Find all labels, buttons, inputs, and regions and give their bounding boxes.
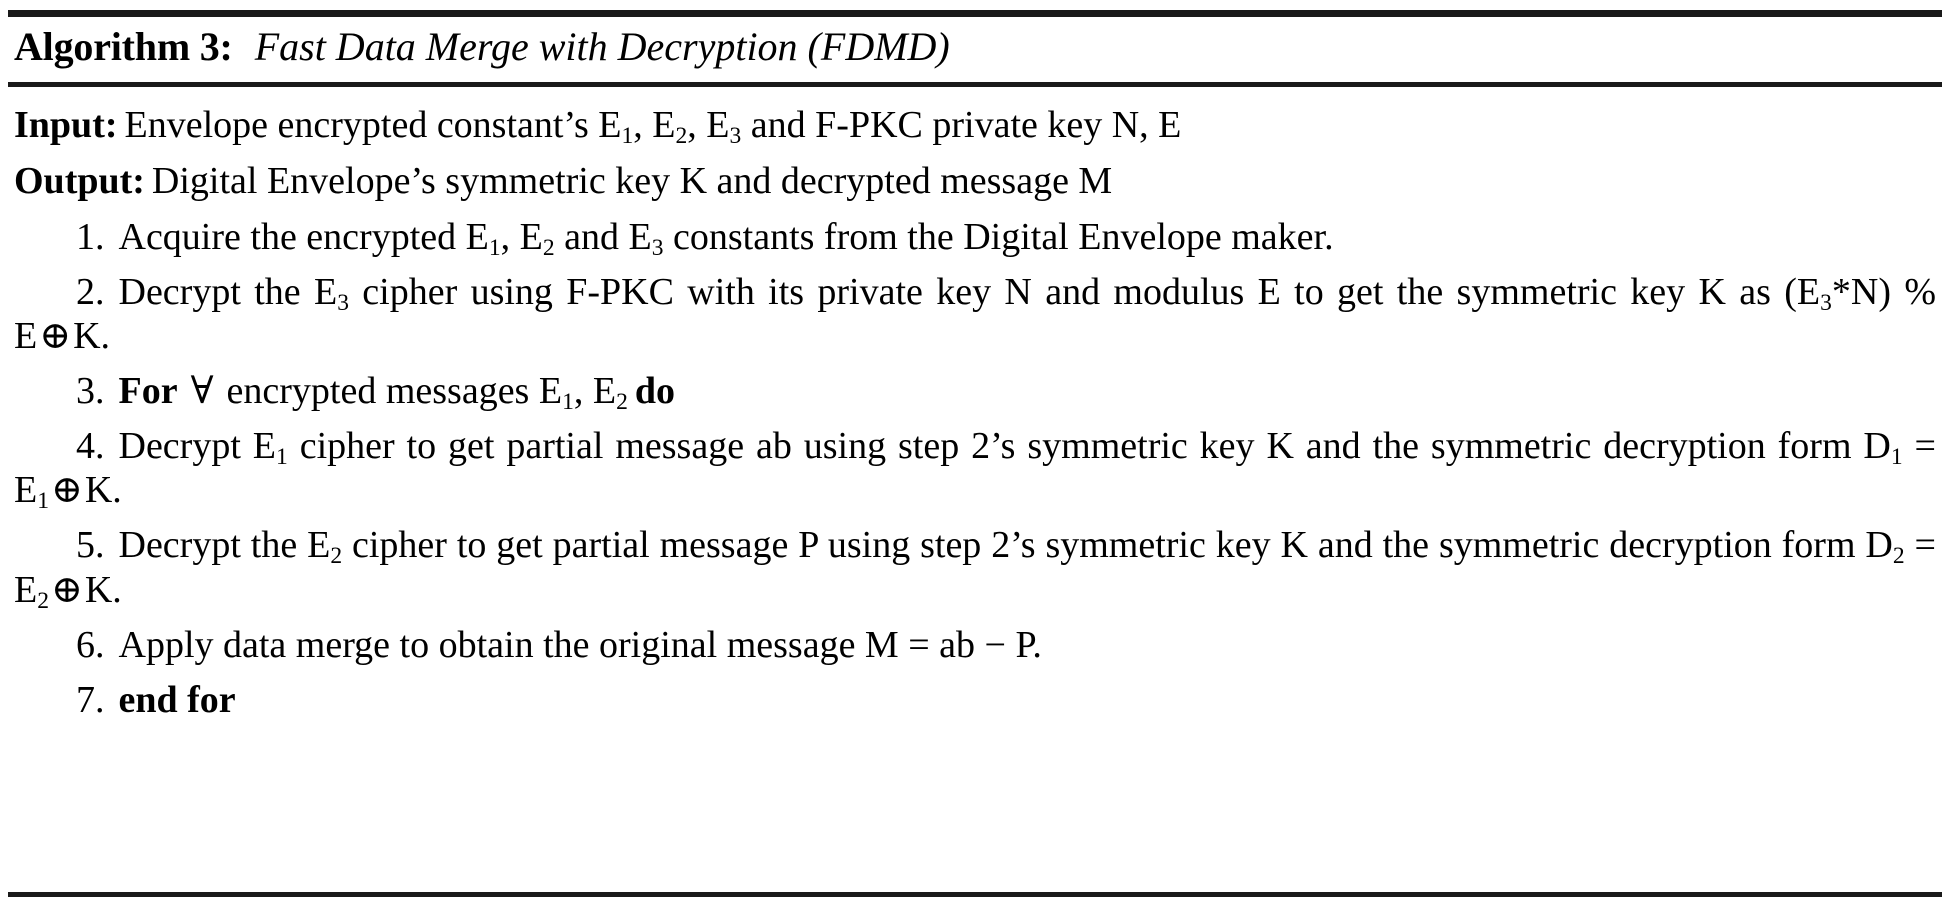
input-sub-3: 3 [729, 122, 742, 149]
step-2-xor-symbol: ⊕ [39, 315, 72, 358]
input-sub-2: 2 [675, 122, 688, 149]
step-6: 6. Apply data merge to obtain the origina… [14, 623, 1936, 667]
step-4-text-d: K. [84, 469, 122, 512]
step-1-sub-1: 1 [488, 235, 501, 262]
input-line: Input:Envelope encrypted constant’s E1, … [14, 103, 1936, 149]
input-text-c: , E [687, 103, 730, 146]
step-2-text-d: K. [73, 315, 111, 358]
step-1-sub-3: 3 [651, 235, 664, 262]
step-5: 5.Decrypt the E2 cipher to get partial m… [14, 523, 1936, 614]
step-7-keyword-end-for: end for [118, 678, 236, 721]
step-3-keyword-do: do [634, 370, 675, 413]
output-label: Output: [14, 159, 145, 202]
step-7-number: 7. [76, 678, 105, 721]
step-1-number: 1. [76, 215, 105, 258]
step-5-text-a: Decrypt the E [118, 524, 331, 567]
step-2-text-a: Decrypt the E [118, 271, 338, 314]
forall-symbol: ∀ [190, 370, 214, 413]
step-4-text-a: Decrypt E [118, 425, 277, 468]
output-line: Output:Digital Envelope’s symmetric key … [14, 159, 1936, 203]
step-1: 1. Acquire the encrypted E1, E2 and E3 co… [14, 215, 1936, 262]
input-label: Input: [14, 103, 118, 146]
step-4-sub-1: 1 [276, 444, 288, 471]
step-3-sub-1: 1 [562, 389, 574, 416]
step-4-sub-3: 1 [37, 488, 49, 515]
step-5-text-b: cipher to get partial message P using st… [342, 524, 1893, 567]
step-5-sub-1: 2 [330, 543, 343, 570]
step-1-text-b: , E [500, 215, 543, 258]
step-2-text-c: *N) % E [14, 271, 1936, 358]
step-6-text: Apply data merge to obtain the original … [118, 623, 1042, 666]
step-3-sub-2: 2 [616, 389, 628, 416]
step-7: 7. end for [14, 678, 1936, 722]
bottom-rule [8, 892, 1942, 897]
input-text-a: Envelope encrypted constant’s E [124, 103, 622, 146]
step-2-number: 2. [76, 271, 105, 314]
step-5-xor-symbol: ⊕ [51, 568, 83, 611]
top-rule [8, 10, 1942, 17]
step-3-text-b: , E [573, 370, 617, 413]
step-4-text-b: cipher to get partial message ab using s… [287, 425, 1891, 468]
step-5-number: 5. [76, 524, 105, 567]
step-5-sub-3: 2 [37, 587, 49, 614]
header-separator-rule [8, 81, 1942, 87]
input-text-d: and F-PKC private key N, E [741, 103, 1182, 146]
algorithm-body: Input:Envelope encrypted constant’s E1, … [8, 87, 1942, 722]
step-5-text-d: K. [84, 568, 122, 611]
algorithm-block: Algorithm 3: Fast Data Merge with Decryp… [0, 10, 1950, 909]
input-sub-1: 1 [621, 122, 634, 149]
algorithm-header: Algorithm 3: Fast Data Merge with Decryp… [8, 17, 1942, 76]
input-text-b: , E [633, 103, 676, 146]
step-5-text-c: = E [14, 524, 1936, 611]
step-3-keyword-for: For [118, 370, 178, 413]
output-text: Digital Envelope’s symmetric key K and d… [151, 159, 1113, 202]
step-2: 2.Decrypt the E3 cipher using F-PKC with… [14, 270, 1936, 358]
step-1-text-d: constants from the Digital Envelope make… [663, 215, 1334, 258]
step-3-text-a: encrypted messages E [226, 370, 563, 413]
step-4-sub-2: 1 [1890, 444, 1903, 471]
step-4-text-c: = E [14, 425, 1936, 512]
step-3-number: 3. [76, 370, 105, 413]
step-4-number: 4. [76, 425, 105, 468]
step-1-text-c: and E [554, 215, 652, 258]
step-2-sub-1: 3 [337, 290, 349, 317]
algorithm-title: Fast Data Merge with Decryption (FDMD) [254, 24, 950, 69]
step-4: 4.Decrypt E1 cipher to get partial messa… [14, 424, 1936, 515]
step-1-sub-2: 2 [542, 235, 555, 262]
step-4-xor-symbol: ⊕ [51, 469, 83, 512]
step-6-number: 6. [76, 623, 105, 666]
step-1-text-a: Acquire the encrypted E [118, 215, 489, 258]
step-2-sub-2: 3 [1820, 290, 1832, 317]
step-2-text-b: cipher using F-PKC with its private key … [348, 271, 1821, 314]
step-5-sub-2: 2 [1892, 543, 1905, 570]
algorithm-label: Algorithm 3: [14, 24, 233, 69]
